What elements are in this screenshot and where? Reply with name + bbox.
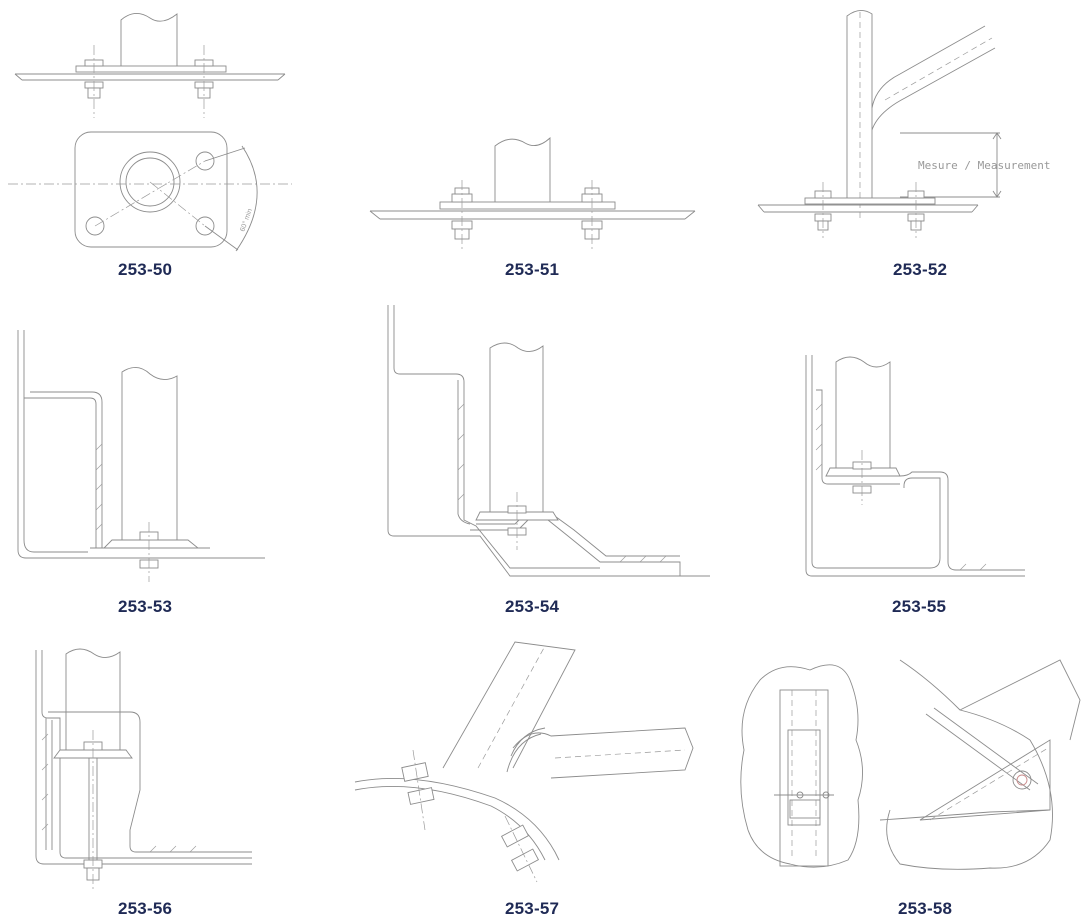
figure-253-51: 253-51 bbox=[360, 0, 700, 290]
figure-caption: 253-58 bbox=[898, 899, 953, 918]
figure-253-56: 253-56 bbox=[0, 620, 300, 918]
figure-caption: 253-50 bbox=[118, 260, 173, 279]
figure-253-53: 253-53 bbox=[0, 300, 300, 616]
figure-253-58: 253-58 bbox=[730, 620, 1088, 918]
figure-caption: 253-57 bbox=[505, 899, 560, 918]
drawing-253-52: Mesure / Measurement bbox=[757, 10, 1050, 238]
figure-caption: 253-52 bbox=[893, 260, 948, 279]
figure-253-52: Mesure / Measurement 253-52 bbox=[750, 0, 1088, 290]
figure-caption: 253-54 bbox=[505, 597, 560, 616]
figure-caption: 253-56 bbox=[118, 899, 173, 918]
drawing-253-50: 60° min bbox=[8, 13, 292, 252]
figure-253-55: 253-55 bbox=[800, 300, 1088, 616]
drawing-253-55 bbox=[805, 355, 1025, 577]
drawing-253-56 bbox=[35, 648, 252, 890]
figure-caption: 253-55 bbox=[892, 597, 947, 616]
measurement-label: Mesure / Measurement bbox=[918, 159, 1050, 172]
drawing-253-58 bbox=[740, 659, 1081, 870]
svg-text:60° min: 60° min bbox=[238, 207, 254, 232]
drawing-253-57 bbox=[354, 641, 694, 883]
figure-253-57: 253-57 bbox=[354, 620, 715, 918]
figure-caption: 253-51 bbox=[505, 260, 560, 279]
figure-caption: 253-53 bbox=[118, 597, 173, 616]
drawing-253-51 bbox=[369, 136, 696, 250]
drawing-253-54 bbox=[387, 305, 710, 577]
figure-253-50: 60° min 253-50 bbox=[0, 0, 300, 290]
figure-253-54: 253-54 bbox=[380, 300, 720, 616]
drawing-253-53 bbox=[17, 330, 265, 582]
